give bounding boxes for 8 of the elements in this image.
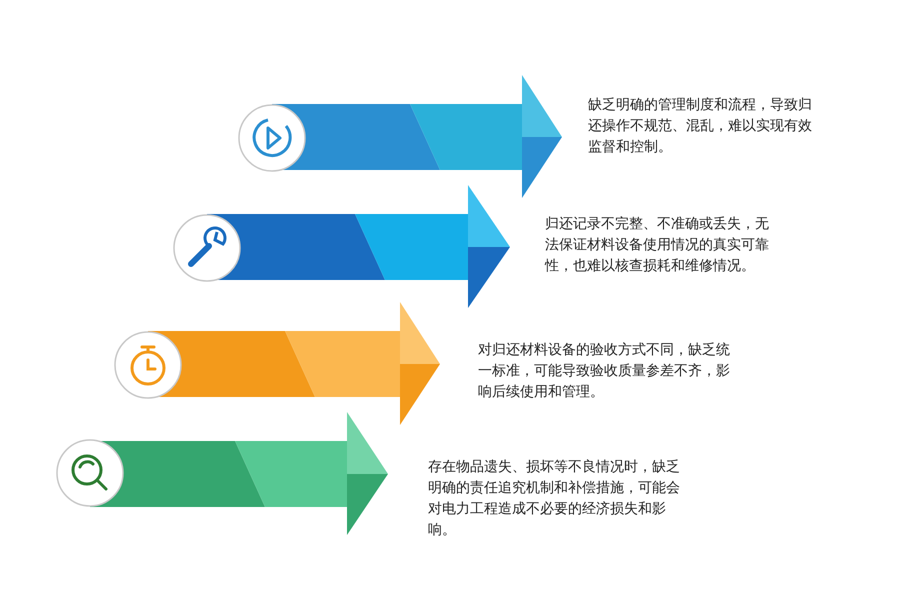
description-text: 存在物品遗失、损坏等不良情况时，缺乏明确的责任追究机制和补偿措施，可能会对电力工程造成不必要的经济损失和影响。	[428, 458, 681, 540]
description-text: 对归还材料设备的验收方式不同，缺乏统一标准，可能导致验收质量参差不齐，影响后续使用和管理。	[478, 341, 731, 402]
arrow-band	[148, 302, 440, 425]
arrow-band	[207, 185, 510, 308]
arrow-band	[90, 412, 388, 535]
arrow-band	[272, 75, 562, 198]
description-text: 缺乏明确的管理制度和流程，导致归还操作不规范、混乱，难以实现有效监督和控制。	[588, 96, 813, 157]
description-text: 归还记录不完整、不准确或丢失，无法保证材料设备使用情况的真实可靠性，也难以核查损耗和维修情况。	[545, 215, 770, 276]
